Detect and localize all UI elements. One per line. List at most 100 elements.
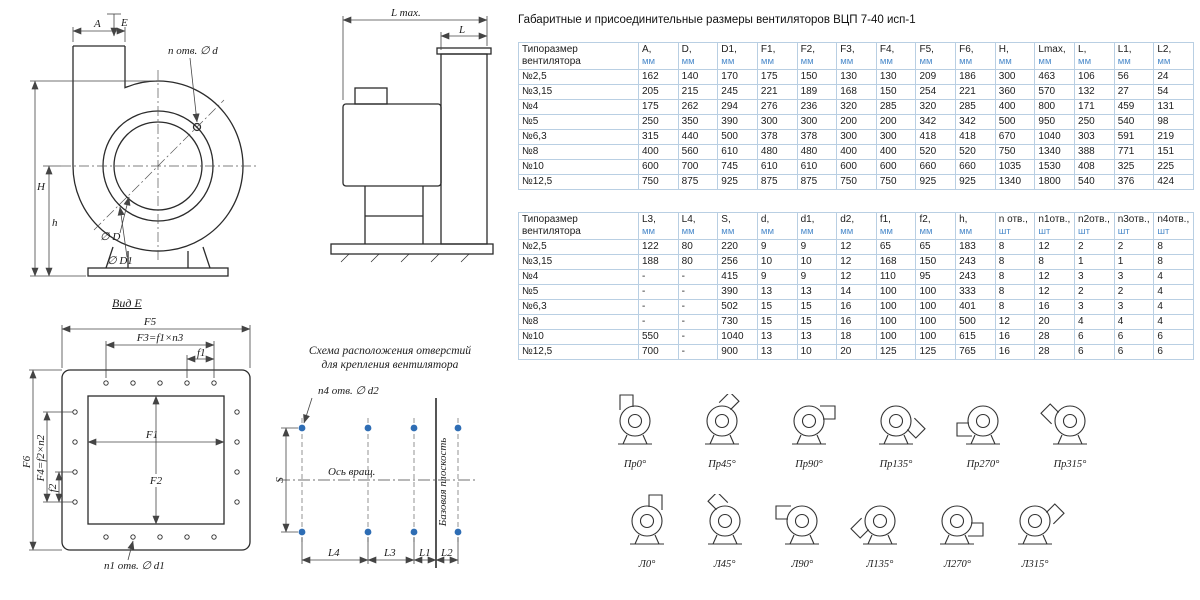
- cell: 591: [1113, 129, 1155, 145]
- cell: 100: [875, 329, 917, 345]
- front-outline: [330, 47, 494, 263]
- row-label: №2,5: [518, 239, 639, 255]
- dim-label-dD: ∅ D: [100, 231, 120, 243]
- cell: 400: [638, 144, 679, 160]
- cell: 670: [994, 129, 1036, 145]
- flange-dimensions: F5 F3=f1×n3 f1 F1 F2 F6 F4=f2×n2 f2 n1 о…: [22, 316, 251, 572]
- cell: 110: [875, 269, 917, 285]
- cell: 6: [1153, 344, 1194, 360]
- cell: 12: [836, 269, 877, 285]
- cell: 1040: [1034, 129, 1076, 145]
- cell: 8: [994, 299, 1036, 315]
- cell: 183: [955, 239, 996, 255]
- cell: 254: [915, 84, 957, 100]
- cell: 1340: [994, 174, 1036, 190]
- dim-label-dD1: ∅ D1: [107, 255, 133, 267]
- fan-orientation-icon: [956, 405, 1000, 445]
- cell: 300: [994, 69, 1036, 85]
- cell: 300: [756, 114, 798, 130]
- cell: 480: [756, 144, 798, 160]
- cell: 245: [717, 84, 758, 100]
- fan-orientation: Л135°: [845, 494, 915, 570]
- cell: 205: [638, 84, 679, 100]
- cell: 1: [1074, 254, 1115, 270]
- row-label: №2,5: [518, 69, 639, 85]
- fan-orientation: Пр0°: [600, 394, 670, 470]
- dim-label-n-otv: n отв. ∅ d: [168, 45, 218, 57]
- cell: 401: [955, 299, 996, 315]
- cell: 80: [677, 254, 719, 270]
- cell: 700: [677, 159, 719, 175]
- fan-orientation: Л270°: [922, 494, 992, 570]
- column-header: d,мм: [756, 212, 798, 240]
- cell: 660: [915, 159, 957, 175]
- fan-body: [630, 505, 664, 545]
- cell: 262: [677, 99, 719, 115]
- column-header: L3,мм: [638, 212, 679, 240]
- column-header: Lmax,мм: [1034, 42, 1076, 70]
- cell: 600: [875, 159, 917, 175]
- cell: 171: [1074, 99, 1115, 115]
- cell: 16: [836, 299, 877, 315]
- cell: 925: [955, 174, 996, 190]
- cell: 400: [875, 144, 917, 160]
- cell: 4: [1153, 299, 1194, 315]
- cell: 243: [955, 254, 996, 270]
- cell: 325: [1113, 159, 1155, 175]
- outlet-duct: [1040, 403, 1060, 425]
- fan-orientation: Пр90°: [774, 394, 844, 470]
- cell: 550: [638, 329, 679, 345]
- fan-orientation-icon: [618, 394, 652, 445]
- cell: 2: [1113, 239, 1155, 255]
- cell: 276: [756, 99, 798, 115]
- cell: 219: [1153, 129, 1194, 145]
- row-label: №8: [518, 314, 639, 330]
- cell: 610: [796, 159, 838, 175]
- cell: 188: [638, 254, 679, 270]
- cell: 256: [717, 254, 758, 270]
- column-header: n3отв.,шт: [1113, 212, 1155, 240]
- row-label: №6,3: [518, 299, 639, 315]
- cell: 65: [915, 239, 957, 255]
- cell: 333: [955, 284, 996, 300]
- cell: 1035: [994, 159, 1036, 175]
- side-view-dimensions: E A n отв. ∅ d h H ∅ D ∅ D1: [30, 13, 218, 277]
- column-header: f1,мм: [875, 212, 917, 240]
- cell: 13: [796, 329, 838, 345]
- column-header: h,мм: [955, 212, 996, 240]
- outlet-duct: [619, 394, 634, 410]
- cell: 745: [717, 159, 758, 175]
- fan-body: [618, 405, 652, 445]
- fan-orientation-label: Л0°: [638, 559, 656, 570]
- dim-label-L3: L3: [383, 547, 396, 559]
- fan-orientation-icon: [850, 505, 897, 545]
- fan-orientation-label: Пр90°: [795, 459, 823, 470]
- cell: 320: [836, 99, 877, 115]
- cell: 771: [1113, 144, 1155, 160]
- view-e-title: Вид Е: [112, 296, 142, 310]
- cell: 225: [1153, 159, 1194, 175]
- cell: 1530: [1034, 159, 1076, 175]
- cell: 8: [1153, 254, 1194, 270]
- cell: 221: [756, 84, 798, 100]
- cell: 500: [955, 314, 996, 330]
- cell: 13: [796, 284, 838, 300]
- cell: 875: [796, 174, 838, 190]
- fan-orientation: Л90°: [767, 494, 837, 570]
- column-header: F2,мм: [796, 42, 838, 70]
- cell: 175: [756, 69, 798, 85]
- cell: 100: [875, 314, 917, 330]
- outlet-duct: [718, 391, 740, 411]
- fan-body: [1053, 405, 1087, 445]
- cell: 27: [1113, 84, 1155, 100]
- cell: 925: [915, 174, 957, 190]
- cell: 400: [994, 99, 1036, 115]
- scheme-title-line2: для крепления вентилятора: [321, 359, 459, 372]
- cell: 236: [796, 99, 838, 115]
- orientation-row-pr: Пр0° Пр45°: [600, 391, 1105, 470]
- cell: 300: [875, 129, 917, 145]
